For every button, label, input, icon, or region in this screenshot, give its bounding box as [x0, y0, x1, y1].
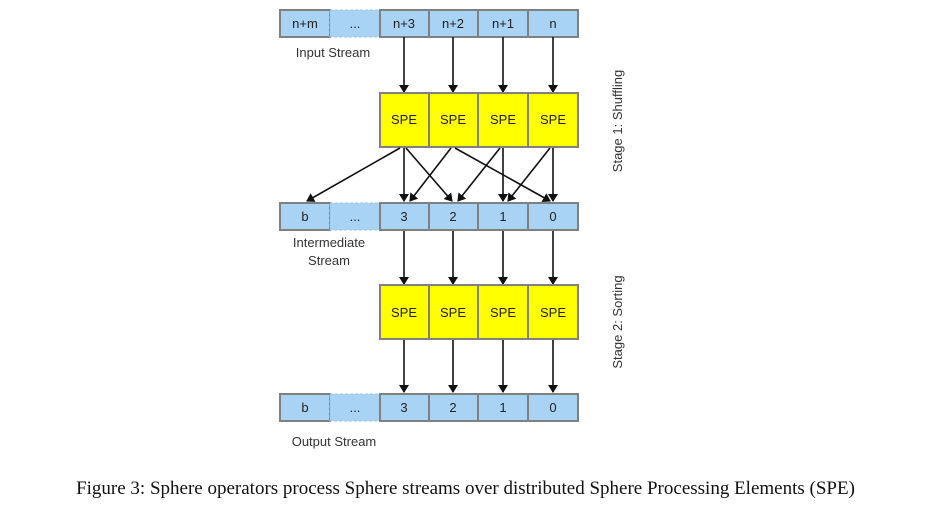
output-cell-label: 3	[400, 400, 407, 415]
output-stream-label: Output Stream	[292, 434, 377, 449]
output-cell-label: 1	[499, 400, 506, 415]
input-cell-label: n+m	[292, 16, 318, 31]
input-cell	[527, 9, 579, 38]
input-stream: n+m ... n+3 n+2 n+1 n Input Stream	[279, 9, 579, 60]
intermediate-cell-label: 2	[449, 209, 456, 224]
intermediate-cell-label: 3	[400, 209, 407, 224]
spe-label: SPE	[540, 305, 566, 320]
spe-box	[527, 92, 579, 148]
output-cell	[279, 393, 331, 422]
output-cell-ellipsis	[329, 393, 381, 422]
arrow	[457, 147, 501, 202]
spe-label: SPE	[391, 112, 417, 127]
spe-box	[428, 92, 479, 148]
intermediate-stream-label: Intermediate	[293, 235, 365, 250]
output-cell	[527, 393, 579, 422]
intermediate-cell-label: 1	[499, 209, 506, 224]
input-cell	[279, 9, 331, 38]
spe-label: SPE	[540, 112, 566, 127]
spe-box	[477, 92, 529, 148]
input-cell-label: n+3	[393, 16, 415, 31]
spe-label: SPE	[391, 305, 417, 320]
input-cell-label: n+1	[492, 16, 514, 31]
stage2-label: Stage 2: Sorting	[610, 275, 625, 368]
input-cell-label: ...	[350, 16, 361, 31]
figure-caption: Figure 3: Sphere operators process Spher…	[76, 478, 855, 499]
input-cell-label: n+2	[442, 16, 464, 31]
arrow	[507, 147, 551, 202]
spe-box	[379, 284, 430, 340]
output-stream: b ... 3 2 1 0 Output Stream	[279, 393, 579, 449]
input-stream-label: Input Stream	[296, 45, 370, 60]
output-cell	[428, 393, 479, 422]
stage1-spe-row: SPE SPE SPE SPE	[379, 92, 579, 148]
intermediate-cell-label: 0	[549, 209, 556, 224]
arrow	[405, 147, 453, 202]
arrow	[306, 147, 401, 202]
input-cell-label: n	[549, 16, 556, 31]
spe-box	[379, 92, 430, 148]
output-cell-label: b	[301, 400, 308, 415]
spe-label: SPE	[490, 305, 516, 320]
intermediate-stream: b ... 3 2 1 0 Intermediate Stream	[279, 202, 579, 268]
stage1-label: Stage 1: Shuffling	[610, 70, 625, 172]
spe-label: SPE	[440, 112, 466, 127]
intermediate-cell-label: ...	[350, 209, 361, 224]
spe-label: SPE	[440, 305, 466, 320]
stage2-spe-row: SPE SPE SPE SPE	[379, 284, 579, 340]
input-cell-ellipsis	[329, 9, 381, 38]
output-cell-label: ...	[350, 400, 361, 415]
output-cell	[477, 393, 529, 422]
intermediate-cell	[527, 202, 579, 231]
arrow	[409, 147, 452, 202]
output-cell-label: 2	[449, 400, 456, 415]
intermediate-stream-label: Stream	[308, 253, 350, 268]
spe-box	[527, 284, 579, 340]
input-cell	[428, 9, 479, 38]
output-cell-label: 0	[549, 400, 556, 415]
spe-label: SPE	[490, 112, 516, 127]
intermediate-cell-ellipsis	[329, 202, 381, 231]
intermediate-cell-label: b	[301, 209, 308, 224]
intermediate-cell	[477, 202, 529, 231]
